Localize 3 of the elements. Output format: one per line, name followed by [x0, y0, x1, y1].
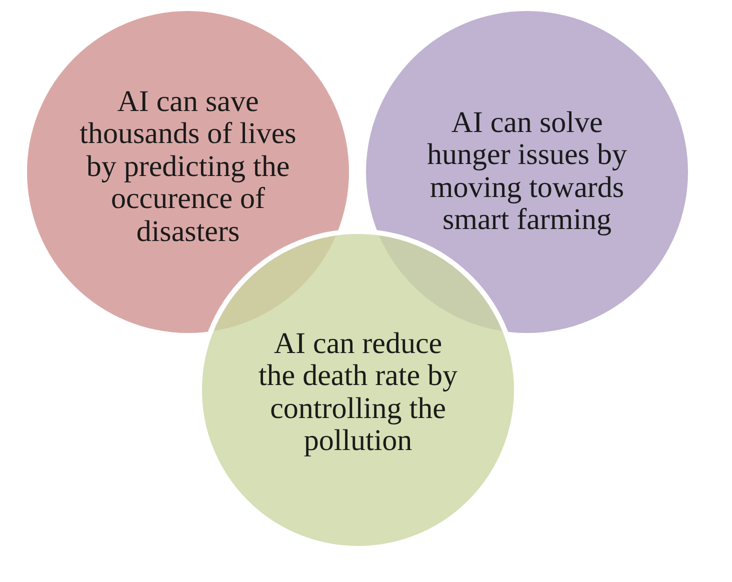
circle-text: AI can solve hunger issues by moving towards smart farming: [426, 107, 628, 237]
circle-text: AI can reduce the death rate by controlling the pollution: [257, 328, 459, 458]
circle-text: AI can save thousands of lives by predicting the occurence of disasters: [78, 86, 298, 248]
